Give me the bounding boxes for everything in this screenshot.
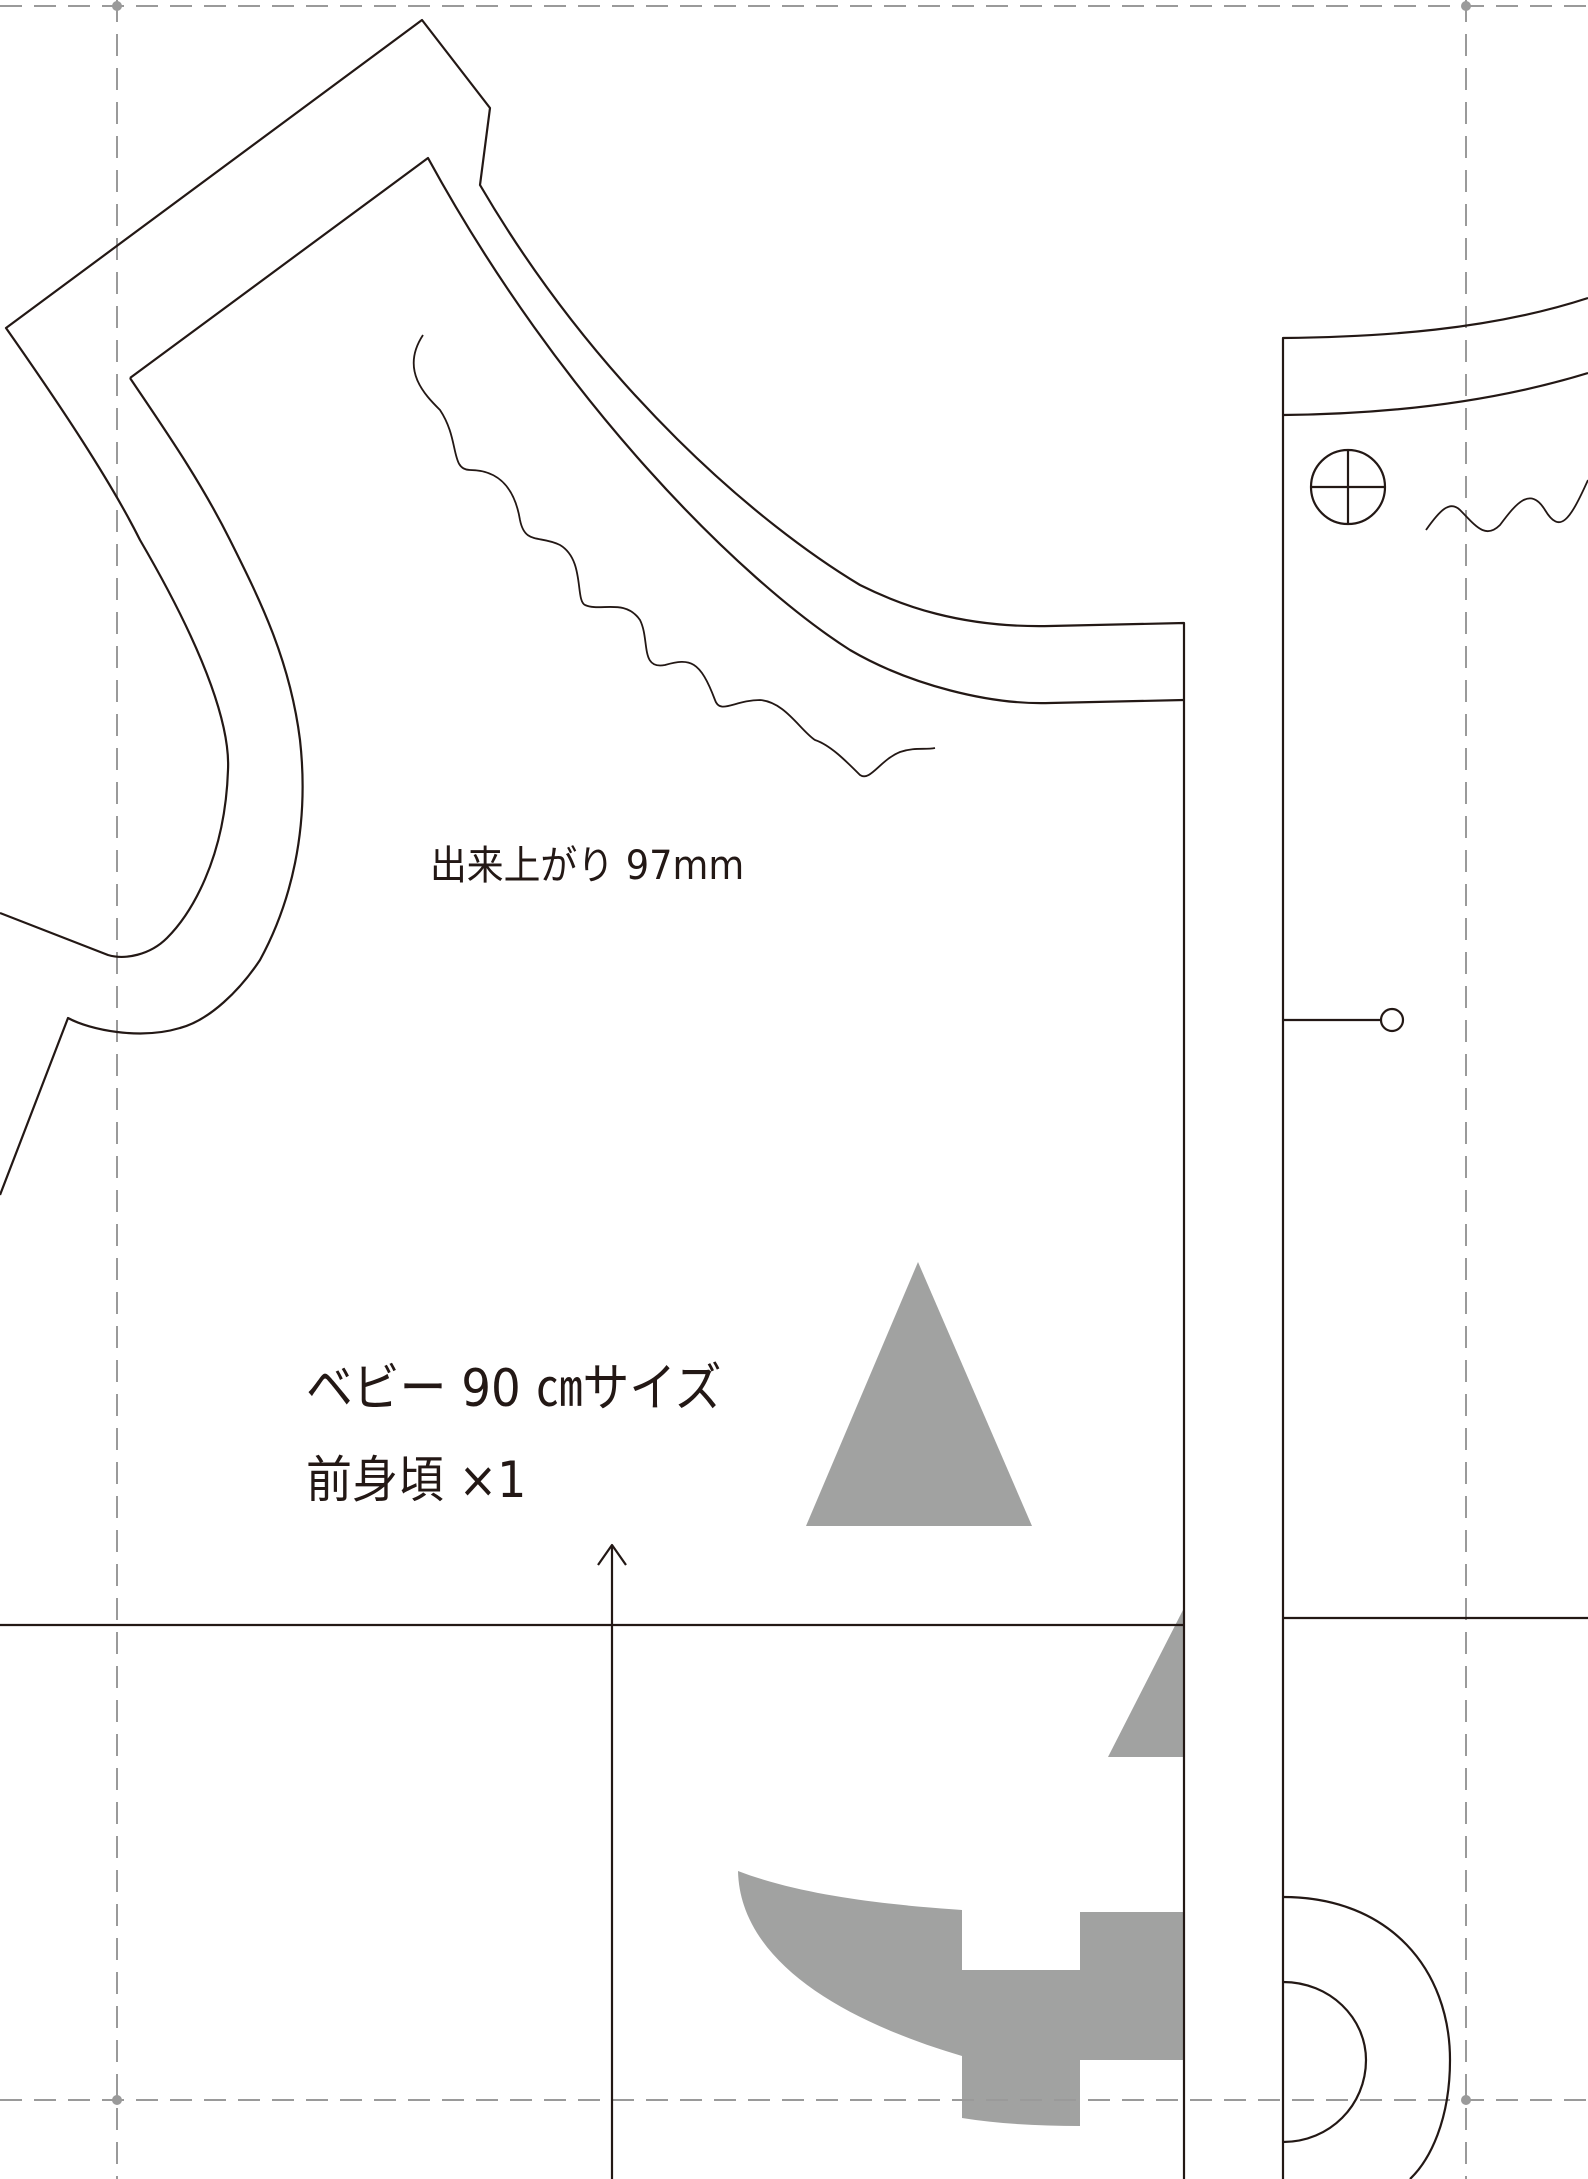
size-label: ベビー 90 ㎝サイズ: [306, 1359, 722, 1419]
pin-mark-circle: [1379, 1007, 1405, 1033]
pumpkin-mouth-partial: [738, 1871, 1184, 2126]
piece-label: 前身頃 ×1: [306, 1451, 527, 1509]
front-bodice-finished-line: [129, 156, 1185, 705]
adjacent-piece-inner-line: [1282, 371, 1588, 417]
adjacent-piece-wavy-line: [1425, 479, 1588, 532]
adjacent-piece-outline: [1281, 296, 1588, 2179]
grain-line-arrowhead: [597, 1543, 627, 1566]
finished-size-label: 出来上がり 97mm: [430, 843, 745, 889]
front-bodice-side-line: [0, 377, 304, 1196]
pumpkin-face-shapes: [738, 1262, 1184, 2126]
small-half-circle: [1282, 1980, 1368, 2144]
front-bodice-cut-line: [0, 18, 1186, 2179]
pumpkin-eye-triangle: [806, 1262, 1032, 1526]
sparkle-wavy-line: [412, 334, 936, 778]
large-half-circle: [1282, 1895, 1452, 2179]
guide-corner-dots: [112, 1, 1471, 2105]
pumpkin-nose-partial: [1108, 1608, 1184, 1757]
